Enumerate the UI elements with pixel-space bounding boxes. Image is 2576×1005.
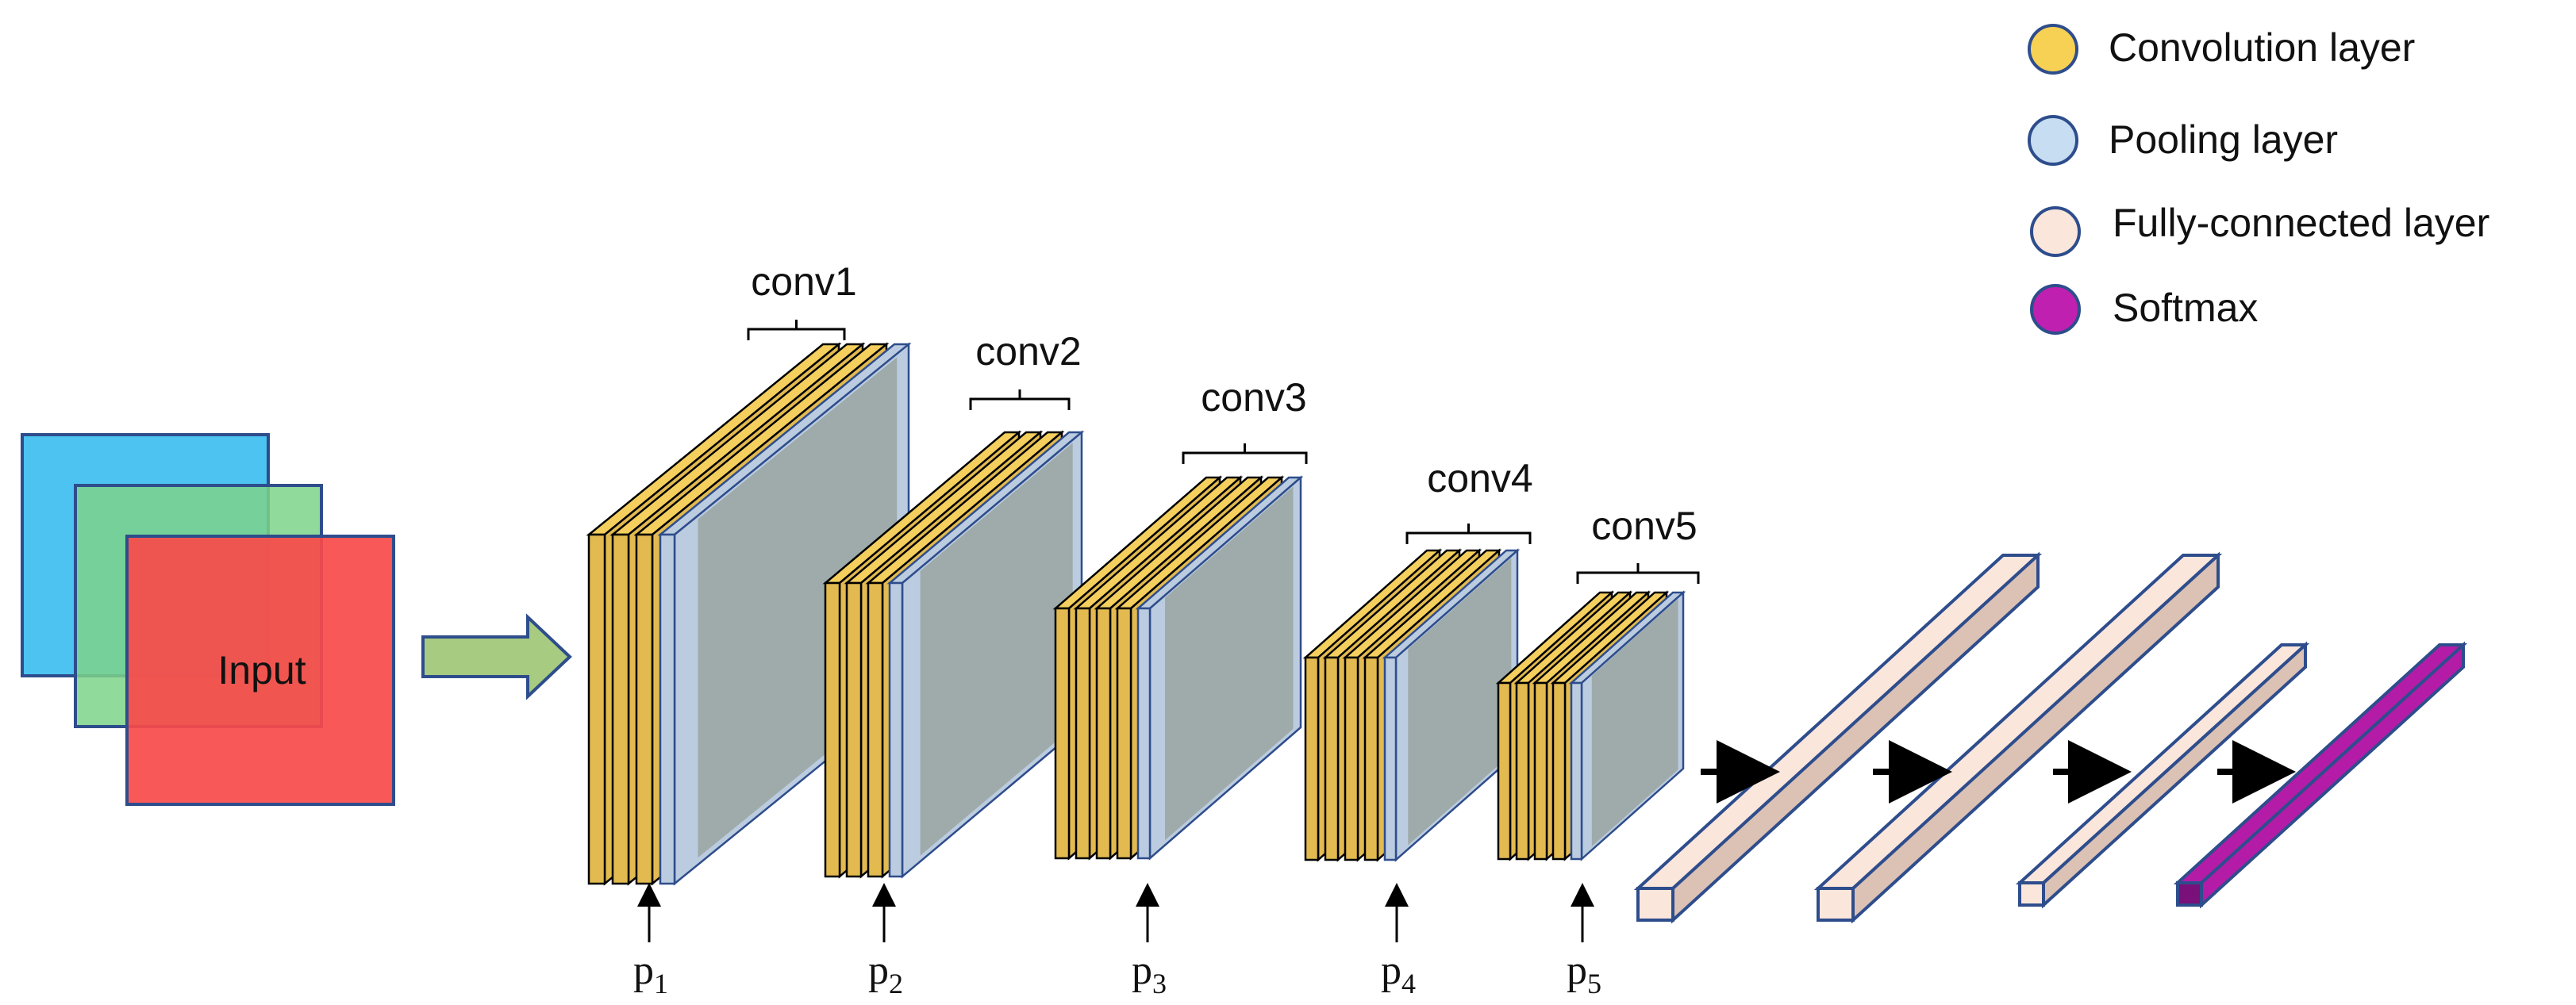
legend-label-pooling: Pooling layer bbox=[2109, 117, 2338, 162]
conv-group-2: conv2 p2 bbox=[822, 329, 1085, 999]
conv-area: conv1 p1 conv2 p2 conv3 p3 conv4 p4 conv5 p5 bbox=[586, 259, 1700, 999]
input-channel-red bbox=[125, 535, 395, 806]
pool-slice bbox=[1382, 548, 1521, 862]
input-label: Input bbox=[217, 648, 306, 692]
legend-marker-softmax bbox=[2030, 284, 2081, 335]
legend-marker-convolution bbox=[2028, 24, 2078, 75]
fc-area bbox=[1633, 551, 2468, 924]
legend-label-convolution: Convolution layer bbox=[2109, 25, 2415, 70]
conv-label: conv3 bbox=[1201, 375, 1306, 420]
legend-label-fully-connected: Fully-connected layer bbox=[2113, 201, 2489, 245]
legend: Convolution layer Pooling layer Fully-co… bbox=[2028, 24, 2489, 335]
conv-brace bbox=[1405, 524, 1532, 544]
conv-brace bbox=[747, 320, 846, 340]
input-stack: Input bbox=[21, 433, 395, 806]
conv-group-4: conv4 p4 bbox=[1302, 456, 1533, 999]
fc-bar-3 bbox=[2015, 641, 2310, 909]
legend-label-softmax: Softmax bbox=[2113, 286, 2258, 330]
pool-label: p1 bbox=[633, 948, 668, 999]
input-arrow bbox=[421, 613, 572, 700]
conv-group-5: conv5 p5 bbox=[1495, 504, 1700, 999]
pool-label: p2 bbox=[868, 948, 903, 999]
conv-label: conv4 bbox=[1427, 456, 1532, 501]
pool-label: p5 bbox=[1567, 948, 1601, 999]
pool-slice bbox=[886, 430, 1085, 879]
conv-label: conv1 bbox=[751, 259, 856, 304]
pool-slice bbox=[1568, 590, 1686, 861]
conv-label: conv5 bbox=[1591, 504, 1697, 548]
pool-label: p4 bbox=[1381, 948, 1416, 999]
conv-brace bbox=[969, 389, 1071, 410]
legend-marker-fully-connected bbox=[2030, 206, 2081, 257]
softmax-bar bbox=[2173, 641, 2468, 909]
conv-brace bbox=[1182, 443, 1308, 464]
conv-brace bbox=[1576, 563, 1700, 584]
legend-marker-pooling bbox=[2028, 115, 2078, 166]
fc-bar-1 bbox=[1633, 551, 2043, 924]
conv-group-3: conv3 p3 bbox=[1052, 375, 1308, 999]
fc-bar-2 bbox=[1813, 551, 2223, 924]
conv-label: conv2 bbox=[975, 329, 1081, 374]
pool-slice bbox=[1135, 475, 1304, 861]
pool-label: p3 bbox=[1132, 948, 1167, 999]
